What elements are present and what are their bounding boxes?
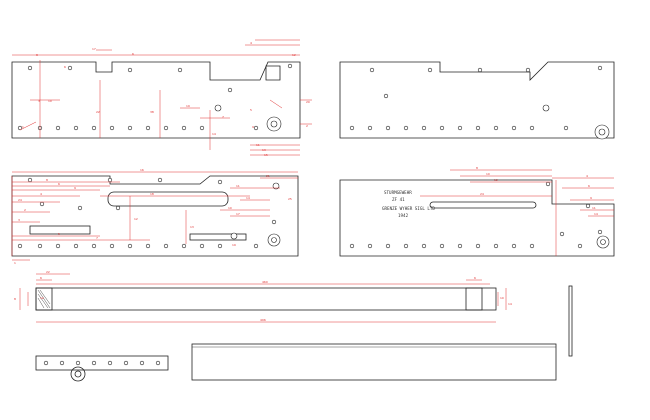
svg-text:21: 21: [266, 174, 270, 178]
svg-text:22: 22: [96, 110, 100, 114]
svg-text:17: 17: [236, 212, 240, 216]
svg-text:14: 14: [594, 212, 598, 216]
svg-text:9: 9: [74, 186, 76, 190]
svg-text:10: 10: [48, 99, 52, 103]
svg-text:10: 10: [228, 206, 232, 210]
svg-text:13: 13: [262, 148, 266, 152]
svg-text:25: 25: [288, 197, 292, 201]
svg-text:8: 8: [36, 53, 38, 57]
svg-text:14: 14: [508, 302, 512, 306]
svg-text:5: 5: [250, 108, 252, 112]
svg-text:7: 7: [222, 115, 224, 119]
svg-text:6: 6: [474, 276, 476, 280]
svg-text:1: 1: [14, 261, 16, 265]
svg-text:11: 11: [592, 206, 596, 210]
svg-text:22: 22: [46, 270, 50, 274]
svg-text:18: 18: [150, 192, 154, 196]
receiver-plate-middle-left: 16 8 6 9 4 24 2 3 5 7 1 18 11 14 10 17 21 12 13 25 19: [11, 168, 299, 265]
svg-text:9: 9: [252, 125, 254, 129]
receiver-plate-top-right: [339, 61, 615, 140]
svg-text:12: 12: [292, 53, 296, 57]
barrel-rod: 22 6 460 8 12 496 6 10 14: [14, 270, 512, 323]
svg-text:6: 6: [64, 65, 66, 69]
svg-text:38: 38: [150, 110, 154, 114]
svg-text:12: 12: [134, 217, 138, 221]
svg-text:12: 12: [494, 178, 498, 182]
svg-text:6: 6: [132, 52, 134, 56]
inscription-line-2: ZF 41: [392, 197, 405, 202]
svg-text:496: 496: [260, 318, 266, 322]
svg-text:1: 1: [22, 125, 24, 129]
svg-text:4: 4: [586, 174, 588, 178]
svg-text:19: 19: [232, 243, 236, 247]
svg-text:5: 5: [58, 232, 60, 236]
svg-text:19: 19: [186, 104, 190, 108]
svg-text:2: 2: [24, 208, 26, 212]
inscription-line-1: STURMGEWEHR: [384, 190, 412, 195]
svg-text:8: 8: [14, 297, 16, 301]
svg-text:11: 11: [256, 143, 260, 147]
svg-text:12: 12: [40, 296, 44, 300]
svg-text:6: 6: [40, 276, 42, 280]
inscription-line-3: GRENZE WYHER SIGL LTD: [382, 206, 435, 211]
svg-text:460: 460: [262, 280, 268, 284]
svg-text:6: 6: [588, 184, 590, 188]
perforated-bar: [35, 355, 169, 382]
svg-text:8: 8: [46, 178, 48, 182]
svg-text:6: 6: [58, 182, 60, 186]
pin-part: [568, 285, 573, 357]
svg-text:4: 4: [40, 192, 42, 196]
svg-text:14: 14: [246, 196, 250, 200]
svg-text:3: 3: [38, 99, 40, 103]
svg-text:4: 4: [250, 41, 252, 45]
svg-text:10: 10: [486, 172, 490, 176]
svg-text:15: 15: [264, 153, 268, 157]
svg-text:16: 16: [140, 168, 144, 172]
inscription-line-4: 1942: [398, 213, 409, 218]
svg-text:9: 9: [590, 196, 592, 200]
svg-text:20: 20: [306, 100, 310, 104]
svg-text:17: 17: [92, 47, 96, 51]
svg-text:11: 11: [236, 184, 240, 188]
svg-text:10: 10: [500, 296, 504, 300]
bottom-plate: [191, 343, 557, 381]
svg-text:2: 2: [306, 124, 308, 128]
svg-text:3: 3: [18, 218, 20, 222]
receiver-plate-inscribed: 8 10 12 24 4 6 9 11 14 STURMGEWEHR ZF 41 GRENZ…: [339, 166, 615, 257]
svg-text:13: 13: [190, 225, 194, 229]
svg-text:24: 24: [18, 198, 22, 202]
svg-text:24: 24: [480, 192, 484, 196]
svg-text:14: 14: [212, 132, 216, 136]
svg-text:7: 7: [96, 236, 98, 240]
svg-text:8: 8: [476, 166, 478, 170]
